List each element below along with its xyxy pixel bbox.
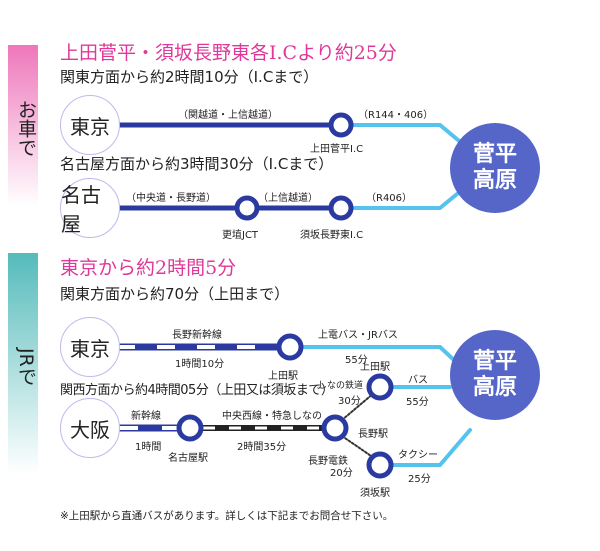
time-label: 1時間10分 bbox=[175, 359, 225, 370]
jr-kansai-route: 関西方面から約4時間05分（上田又は須坂まで） bbox=[60, 383, 334, 398]
station-label: 上田駅 bbox=[268, 371, 298, 382]
time-label: 2時間35分 bbox=[237, 442, 287, 453]
station-label: 上田駅 bbox=[360, 362, 390, 373]
city-osaka: 大阪 bbox=[60, 398, 120, 458]
city-tokyo: 東京 bbox=[60, 317, 120, 377]
car-nagoya-route: 名古屋方面から約3時間30分（I.Cまで） bbox=[60, 155, 334, 173]
jr-kanto-route: 関東方面から約70分（上田まで） bbox=[60, 285, 290, 303]
line-label: バス bbox=[408, 375, 428, 386]
time-label: 20分 bbox=[330, 468, 353, 479]
line-label: 長野電鉄 bbox=[308, 456, 348, 467]
road-label: （中央道・長野道） bbox=[126, 193, 216, 204]
time-label: 55分 bbox=[345, 355, 368, 366]
destination-sugadaira: 菅平高原 bbox=[450, 330, 540, 420]
jr-section-label: JRで bbox=[8, 253, 38, 474]
footnote: ※上田駅から直通バスがあります。詳しくは下記までお問合せ下さい。 bbox=[60, 510, 394, 522]
time-label: 1時間 bbox=[135, 442, 162, 453]
time-label: 55分 bbox=[406, 397, 429, 408]
line-label: 長野新幹線 bbox=[172, 330, 222, 341]
city-tokyo: 東京 bbox=[60, 95, 120, 155]
line-label: 新幹線 bbox=[131, 411, 161, 422]
time-label: 30分 bbox=[338, 396, 361, 407]
road-label: （関越道・上信越道） bbox=[178, 110, 278, 121]
road-label: （R144・406） bbox=[358, 110, 434, 121]
jct-label: 更埴JCT bbox=[222, 230, 259, 241]
station-label: 名古屋駅 bbox=[168, 453, 208, 464]
road-label: （R406） bbox=[366, 193, 413, 204]
city-nagoya: 名古屋 bbox=[60, 178, 120, 238]
line-label: しなの鉄道 bbox=[318, 381, 364, 391]
station-label: 長野駅 bbox=[358, 429, 388, 440]
road-label: （上信越道） bbox=[258, 193, 318, 204]
time-label: 25分 bbox=[408, 474, 431, 485]
car-section-label: お車で bbox=[8, 45, 38, 206]
line-label: 上電バス・JRバス bbox=[318, 330, 398, 341]
destination-sugadaira: 菅平高原 bbox=[450, 123, 540, 213]
ic-label: 須坂長野東I.C bbox=[300, 230, 364, 241]
station-label: 須坂駅 bbox=[360, 488, 390, 499]
ic-label: 上田菅平I.C bbox=[310, 144, 364, 155]
jr-title: 東京から約2時間5分 bbox=[60, 257, 237, 279]
line-label: 中央西線・特急しなの bbox=[222, 411, 322, 422]
car-title: 上田菅平・須坂長野東各I.Cより約25分 bbox=[60, 42, 397, 64]
line-label: タクシー bbox=[398, 450, 438, 461]
car-kanto-route: 関東方面から約2時間10分（I.Cまで） bbox=[60, 68, 319, 86]
